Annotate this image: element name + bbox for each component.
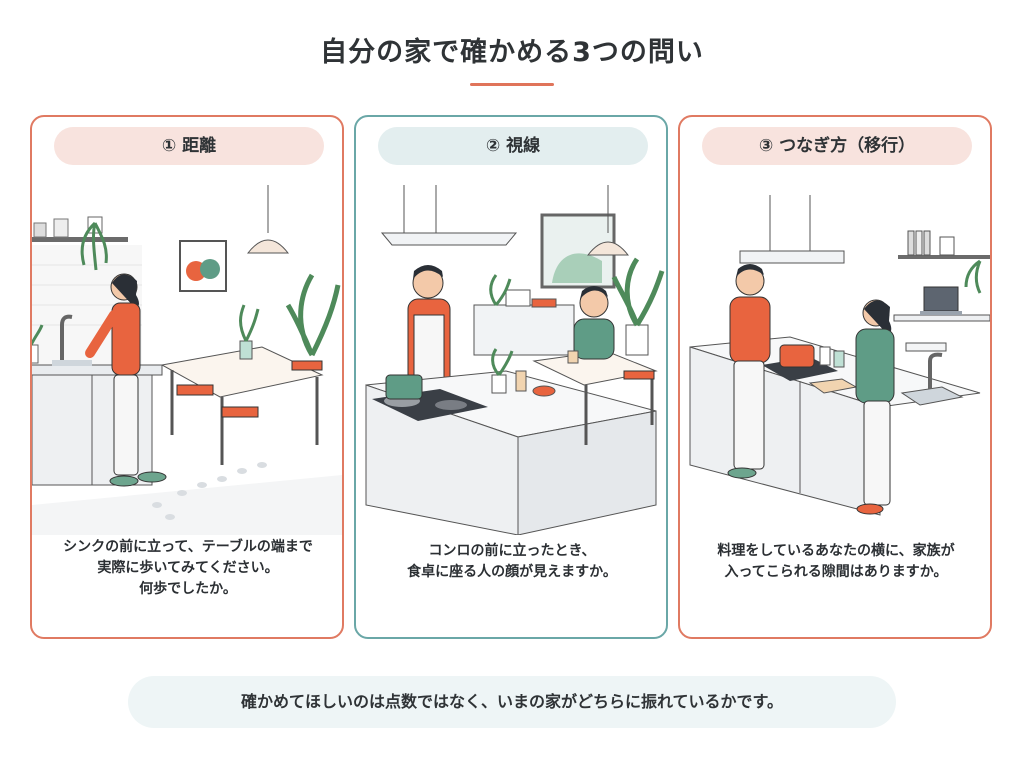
card-sightline-label: ② 視線 [378,127,648,165]
person-icon [855,299,895,515]
card-sightline-caption: コンロの前に立ったとき、 食卓に座る人の顔が見えますか。 [407,543,617,580]
card-distance: ① 距離 [30,115,344,639]
kitchen-sightline-illustration [365,185,665,535]
card-distance-caption: シンクの前に立って、テーブルの端まで 実際に歩いてみてください。 何歩でしたか。 [63,539,313,597]
person-icon [85,273,167,487]
kitchen-sink-walk-illustration [32,185,342,535]
summary-banner: 確かめてほしいのは点数ではなく、いまの家がどちらに振れているかです。 [128,676,896,728]
card-transition-caption: 料理をしているあなたの横に、家族が 入ってこられる隙間はありますか。 [717,543,955,580]
card-transition: ③ つなぎ方（移行） [678,115,992,639]
page-title: 自分の家で確かめる3つの問い [320,37,704,68]
card-transition-label: ③ つなぎ方（移行） [702,127,972,165]
card-sightline: ② 視線 [354,115,668,639]
person-icon [567,286,615,364]
plant-icon [80,216,108,271]
kitchen-shared-space-illustration [689,195,990,516]
person-icon [727,264,771,479]
card-distance-label: ① 距離 [54,127,324,165]
title-underline [470,83,554,86]
